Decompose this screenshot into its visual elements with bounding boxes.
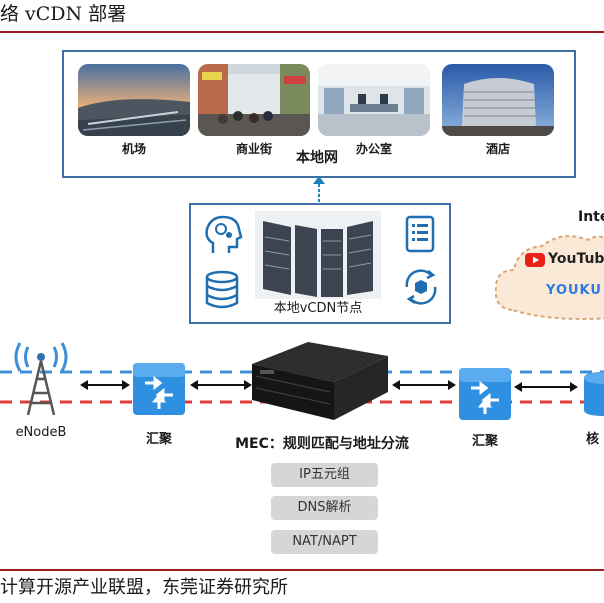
aggregation-router-icon-right	[459, 368, 511, 420]
youtube-play-icon	[525, 253, 545, 267]
top-divider	[0, 31, 604, 33]
internet-cloud	[494, 235, 604, 320]
mec-label: MEC：规则匹配与地址分流	[235, 436, 409, 452]
mec-function-dns: DNS解析	[271, 496, 378, 520]
place-label-street: 商业街	[235, 142, 272, 156]
database-icon	[205, 270, 239, 309]
page-title: 络 vCDN 部署	[0, 3, 127, 25]
airport-photo	[78, 64, 190, 136]
source-note: 计算开源产业联盟，东莞证券研究所	[0, 577, 288, 598]
aggregation-label-left: 汇聚	[145, 432, 172, 447]
place-label-hotel: 酒店	[485, 142, 510, 156]
ai-brain-icon	[205, 215, 243, 253]
hotel-photo	[442, 64, 554, 136]
mec-function-ip-tuple: IP五元组	[271, 463, 378, 487]
list-document-icon	[405, 215, 435, 253]
office-photo	[318, 64, 430, 136]
bidirectional-arrow-icon	[392, 380, 456, 390]
aggregation-router-icon-left	[133, 363, 185, 415]
place-label-office: 办公室	[355, 142, 392, 156]
bidirectional-arrow-icon	[80, 380, 130, 390]
vcdn-node-box	[189, 203, 451, 324]
aggregation-label-right: 汇聚	[471, 434, 498, 449]
core-label: 核	[586, 432, 600, 447]
bidirectional-arrow-icon	[514, 382, 578, 392]
bidirectional-arrow-icon	[190, 380, 252, 390]
up-arrow-icon	[313, 176, 325, 202]
local-network-label: 本地网	[296, 150, 338, 166]
place-label-airport: 机场	[121, 142, 146, 156]
enodeb-tower-icon	[14, 342, 68, 416]
youku-logo-text: YOUKU	[546, 283, 602, 298]
core-router-icon	[584, 372, 604, 416]
street-photo	[198, 64, 310, 136]
mec-server-image	[252, 342, 388, 420]
youtube-logo-text: YouTube	[548, 251, 604, 267]
mec-function-nat: NAT/NAPT	[271, 530, 378, 554]
vcdn-node-label: 本地vCDN节点	[273, 301, 363, 316]
local-network-box: 机场 商业街 办公室	[62, 50, 576, 178]
enodeb-label: eNodeB	[15, 425, 67, 440]
internet-label: Inte	[578, 209, 604, 225]
bottom-divider	[0, 569, 604, 571]
package-sync-icon	[405, 269, 437, 305]
server-rack-image	[255, 211, 381, 299]
